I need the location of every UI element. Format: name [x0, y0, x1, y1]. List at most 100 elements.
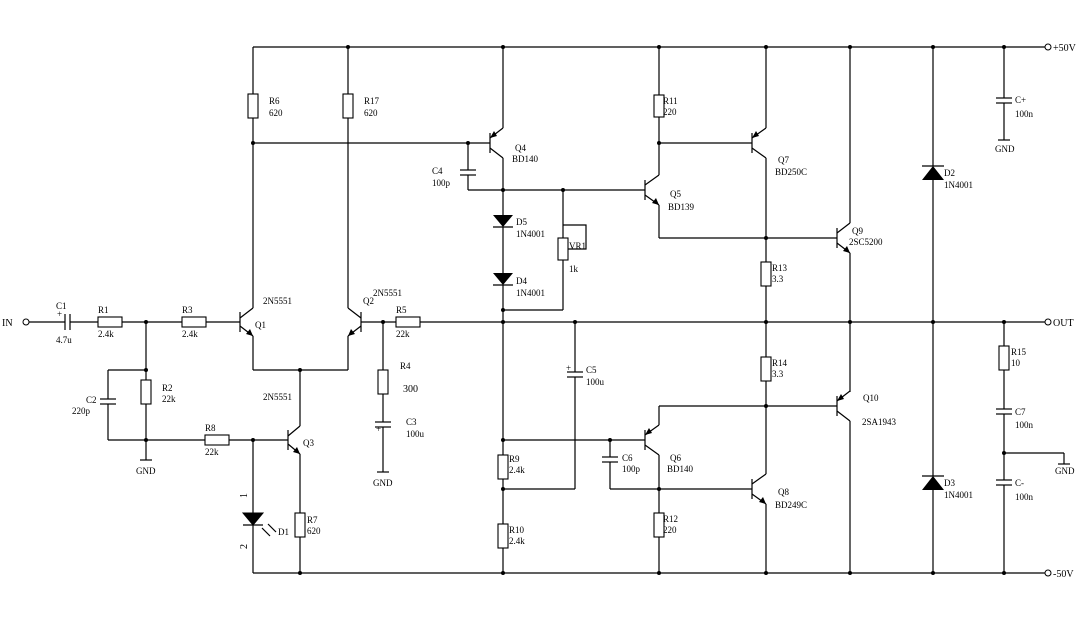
r3-value: 2.4k — [182, 329, 198, 339]
output-label: OUT — [1053, 318, 1074, 329]
q9-value: 2SC5200 — [849, 237, 883, 247]
r14-resistor — [760, 356, 772, 382]
d1-pin1: 1 — [239, 493, 250, 498]
d2-diode — [922, 166, 944, 180]
r5-name: R5 — [396, 305, 407, 315]
q4-transistor — [489, 127, 504, 159]
r2-name: R2 — [162, 383, 173, 393]
q4-name: Q4 — [515, 143, 526, 153]
d4-value: 1N4001 — [516, 288, 545, 298]
r12-name: R12 — [663, 514, 678, 524]
r15-name: R15 — [1011, 347, 1027, 357]
gnd-label-1: GND — [136, 466, 156, 476]
vneg-terminal[interactable] — [1044, 569, 1052, 577]
r6-value: 620 — [269, 108, 283, 118]
r2-value: 22k — [162, 394, 176, 404]
q5-value: BD139 — [668, 202, 695, 212]
q1-transistor — [239, 307, 254, 337]
vpos-terminal[interactable] — [1044, 43, 1052, 51]
output-terminal[interactable] — [1044, 318, 1052, 326]
q5-transistor — [644, 174, 660, 206]
q1-name: Q1 — [255, 320, 266, 330]
q2-name: Q2 — [363, 296, 374, 306]
c5-name: C5 — [586, 365, 597, 375]
q9-transistor — [836, 222, 851, 254]
c2-value: 220p — [72, 406, 91, 416]
q6-value: BD140 — [667, 464, 694, 474]
d1-led — [241, 512, 265, 526]
vr1-name: VR1 — [569, 241, 586, 251]
q1-value: 2N5551 — [263, 296, 292, 306]
r3-resistor — [181, 316, 207, 328]
r14-value: 3.3 — [772, 369, 784, 379]
q5-name: Q5 — [670, 189, 681, 199]
r12-value: 220 — [663, 525, 677, 535]
d2-value: 1N4001 — [944, 180, 973, 190]
r4-resistor — [377, 369, 389, 395]
r1-name: R1 — [98, 305, 109, 315]
r10-value: 2.4k — [509, 536, 525, 546]
q8-transistor — [751, 473, 767, 505]
r14-name: R14 — [772, 358, 788, 368]
c6-value: 100p — [622, 464, 641, 474]
r7-name: R7 — [307, 515, 318, 525]
c6-name: C6 — [622, 453, 633, 463]
c3-value: 100u — [406, 429, 425, 439]
c3-name: C3 — [406, 417, 417, 427]
input-terminal[interactable] — [22, 318, 30, 326]
d2-name: D2 — [944, 168, 955, 178]
gnd-right-label: GND — [1055, 466, 1075, 476]
r17-name: R17 — [364, 96, 380, 106]
r9-name: R9 — [509, 454, 520, 464]
c4-name: C4 — [432, 166, 443, 176]
r13-resistor — [760, 261, 772, 287]
r10-resistor — [497, 523, 509, 549]
svg-text:+: + — [376, 424, 381, 434]
vr1-trimmer — [557, 237, 569, 261]
gnd-label-2: GND — [373, 478, 393, 488]
r1-value: 2.4k — [98, 329, 114, 339]
q3-transistor — [287, 425, 301, 455]
r10-name: R10 — [509, 525, 525, 535]
r11-name: R11 — [663, 96, 678, 106]
q2-value: 2N5551 — [373, 288, 402, 298]
c5-value: 100u — [586, 377, 605, 387]
r17-resistor — [342, 93, 354, 119]
q3-value: 2N5551 — [263, 392, 292, 402]
r8-name: R8 — [205, 423, 216, 433]
q10-name: Q10 — [863, 393, 879, 403]
q3-name: Q3 — [303, 438, 314, 448]
r5-value: 22k — [396, 329, 410, 339]
q10-value: 2SA1943 — [862, 417, 897, 427]
r7-value: 620 — [307, 526, 321, 536]
d4-name: D4 — [516, 276, 527, 286]
q4-value: BD140 — [512, 154, 539, 164]
r7-resistor — [294, 512, 306, 538]
c1-value: 4.7u — [56, 335, 72, 345]
input-label: IN — [2, 318, 13, 329]
r2-resistor — [140, 379, 152, 405]
svg-text:+: + — [57, 309, 62, 319]
r5-resistor — [395, 316, 421, 328]
q6-name: Q6 — [670, 453, 681, 463]
q7-value: BD250C — [775, 167, 807, 177]
r6-name: R6 — [269, 96, 280, 106]
r6-resistor — [247, 93, 259, 119]
d1-name: D1 — [278, 527, 289, 537]
c7-name: C7 — [1015, 407, 1026, 417]
d5-value: 1N4001 — [516, 229, 545, 239]
cplus-value: 100n — [1015, 109, 1034, 119]
d5-name: D5 — [516, 217, 527, 227]
gnd-label-3: GND — [995, 144, 1015, 154]
d5-diode — [493, 215, 513, 227]
q2-transistor — [347, 307, 362, 337]
cminus-name: C- — [1015, 478, 1024, 488]
r4-name: R4 — [400, 361, 411, 371]
cplus-name: C+ — [1015, 95, 1026, 105]
r15-resistor — [998, 345, 1010, 371]
d3-name: D3 — [944, 478, 955, 488]
c2-name: C2 — [86, 395, 97, 405]
d1-pin2: 2 — [239, 544, 250, 549]
r9-resistor — [497, 454, 509, 480]
